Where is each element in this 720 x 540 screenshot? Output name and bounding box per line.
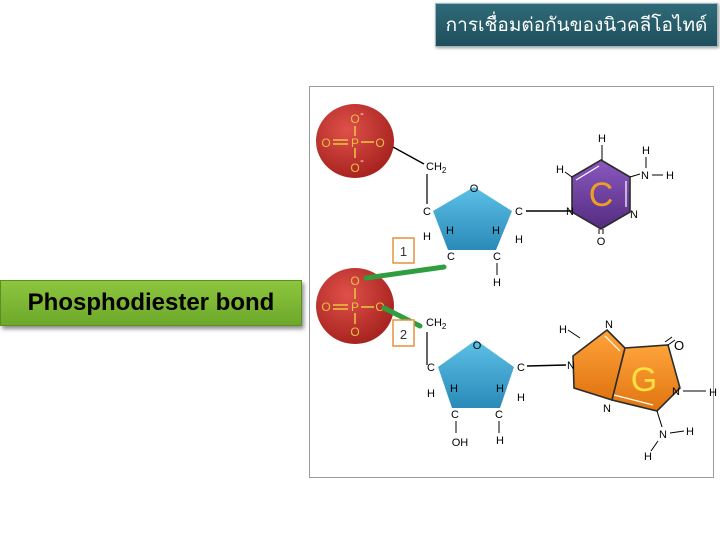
guanine-base: G N H N N O N H N H H [559, 319, 717, 463]
guanine-six-ring [611, 344, 681, 412]
marker-2-box [392, 319, 415, 347]
sugar-bottom-hydroxyl: OH [452, 437, 469, 449]
guanine-h1: H [709, 387, 717, 399]
phosphate-top-oxygen-lower: O [350, 161, 359, 175]
phosphodiester-bond-label: Phosphodiester bond [0, 280, 302, 326]
phosphate-top-minus-upper: - [360, 108, 364, 120]
phosphate-bottom-phosphorus: P [351, 300, 359, 314]
sugar-bottom-h2-lower: H [496, 435, 504, 447]
cytosine-amine-h-right: H [666, 170, 674, 182]
phosphate-bottom-oxygen-right: O [375, 300, 384, 314]
sugar-bottom-c3: C [451, 409, 459, 421]
guanine-h8: H [559, 324, 567, 336]
guanine-n3: N [603, 403, 611, 415]
guanine-n1: N [672, 386, 680, 398]
sugar-bottom-c2: C [495, 409, 503, 421]
sugar-bottom-c4: C [427, 362, 435, 374]
cytosine-base: C H H N H H N N O [556, 133, 674, 248]
sugar-bottom-h4: H [427, 388, 435, 400]
guanine-amine-h-lower: H [644, 451, 652, 463]
phosphate-top-oxygen-upper: O [350, 112, 359, 126]
phosphate-group-bottom: O P O O O [316, 268, 394, 344]
sugar-bottom-h3: H [450, 383, 458, 395]
phosphodiester-bond-line-1 [363, 264, 447, 281]
guanine-amine-h-right: H [686, 426, 694, 438]
sugar-top-h2-lower: H [493, 277, 501, 289]
sugar-top-ring [433, 187, 512, 250]
sugar-top-ch2: CH2 [426, 161, 447, 175]
sugar-top: CH2 O C C H H H H C C H [392, 146, 572, 289]
cytosine-amine-n: N [641, 170, 649, 182]
marker-1-box [392, 237, 415, 264]
sugar-bottom-h1: H [517, 392, 525, 404]
cytosine-letter: C [589, 176, 614, 214]
guanine-n7: N [605, 319, 613, 331]
phosphate-top-ball [316, 104, 394, 178]
phosphate-top-oxygen-right: O [375, 136, 384, 150]
marker-2-label: 2 [400, 327, 407, 342]
sugar-top-c2: C [493, 251, 501, 263]
phosphate-top-phosphorus: P [351, 136, 359, 150]
phosphate-group-top: O - P O O O - [316, 104, 394, 178]
cytosine-h-left: H [556, 164, 564, 176]
sugar-bottom: CH2 O C C H H H H C C OH H [426, 317, 567, 449]
sugar-top-h3: H [446, 225, 454, 237]
sugar-top-c3: C [447, 251, 455, 263]
cytosine-n3: N [630, 209, 638, 221]
phosphate-top-minus-lower: - [360, 155, 364, 167]
guanine-oxygen: O [674, 338, 684, 353]
cytosine-h-top: H [598, 133, 606, 145]
sugar-top-c4: C [423, 206, 431, 218]
phosphate-bottom-oxygen-left: O [321, 300, 330, 314]
sugar-top-h2: H [492, 225, 500, 237]
guanine-amine-n: N [659, 429, 667, 441]
cytosine-amine-h-top: H [642, 145, 650, 157]
phosphate-top-oxygen-left: O [321, 136, 330, 150]
sugar-top-c1: C [515, 206, 523, 218]
phosphate-bottom-oxygen-upper: O [350, 274, 359, 288]
sugar-top-h1: H [515, 234, 523, 246]
phosphate-bottom-ball [316, 268, 394, 344]
sugar-bottom-ring-oxygen: O [473, 340, 482, 352]
phosphate-bottom-oxygen-lower: O [350, 325, 359, 339]
sugar-top-ring-oxygen: O [470, 183, 479, 195]
sugar-bottom-ring [438, 340, 514, 408]
cytosine-oxygen: O [597, 236, 606, 248]
sugar-bottom-h2: H [496, 383, 504, 395]
slide-title: การเชื่อมต่อกันของนิวคลีโอไทด์ [435, 3, 718, 47]
guanine-five-ring [572, 328, 626, 402]
sugar-bottom-c1: C [517, 362, 525, 374]
marker-1-label: 1 [400, 244, 407, 259]
guanine-n9: N [567, 360, 575, 372]
guanine-letter: G [631, 361, 657, 399]
sugar-bottom-ch2: CH2 [426, 317, 447, 331]
cytosine-n1: N [566, 206, 574, 218]
sugar-top-h4: H [423, 231, 431, 243]
